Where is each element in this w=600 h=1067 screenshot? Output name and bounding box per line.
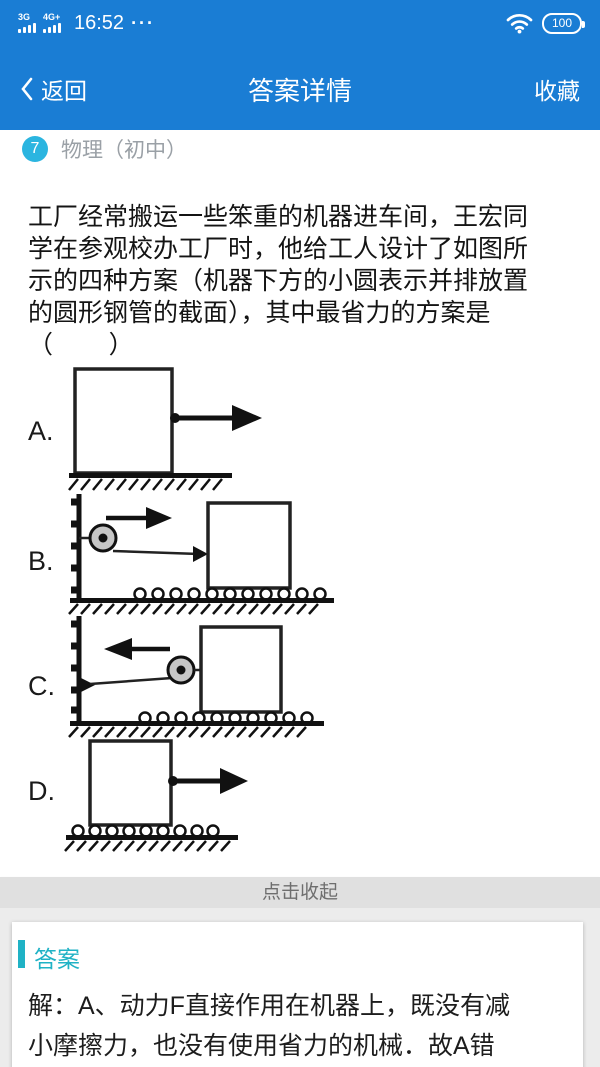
option-a-diagram: A. (28, 367, 262, 491)
ground-hatching (68, 726, 307, 738)
option-d-diagram: D. (28, 739, 248, 852)
question-line: 示的四种方案（机器下方的小圆表示并排放置 (28, 267, 529, 295)
clock-time: 16:52 (74, 11, 125, 34)
pulley-hub (98, 533, 108, 543)
back-chevron-icon (21, 77, 33, 101)
answer-heading: 答案 (34, 946, 80, 972)
subject-label: 物理（初中） (61, 139, 187, 162)
wall-hatching (71, 620, 79, 714)
wall-hatching (71, 498, 79, 594)
question-line: 工厂经常搬运一些笨重的机器进车间，王宏同 (28, 203, 529, 231)
answer-line: 解：A、动力F直接作用在机器上，既没有减 (28, 992, 510, 1020)
answer-body: 解：A、动力F直接作用在机器上，既没有减 小摩擦力，也没有使用省力的机械．故A错… (28, 986, 510, 1067)
option-b-diagram: B. (28, 494, 334, 615)
signal-4g-icon: 4G+ (43, 13, 61, 33)
machine-block (73, 367, 174, 475)
back-button[interactable]: 返回 (20, 72, 87, 106)
machine-block (206, 501, 292, 590)
battery-level: 100 (551, 16, 573, 30)
notification-dots-icon: ··· (131, 12, 156, 33)
answer-line: 小摩擦力，也没有使用省力的机械．故A错 (28, 1032, 495, 1060)
option-b-label: B. (28, 546, 54, 576)
force-arrowhead (220, 768, 248, 794)
answer-heading-marker (18, 940, 25, 968)
signal-bars-icon (43, 23, 61, 33)
roller-pipes (138, 711, 314, 725)
roller-pipes (133, 587, 327, 601)
signal-3g-label: 3G (18, 12, 31, 22)
force-arrowhead (146, 507, 172, 529)
favorite-button[interactable]: 收藏 (534, 78, 580, 104)
nav-bar: 返回 答案详情 收藏 (0, 58, 600, 120)
signal-3g-icon: 3G (18, 13, 36, 33)
status-right-icons: 100 (506, 12, 585, 34)
header: 3G 4G+ 16:52 ··· 100 (0, 0, 600, 130)
signal-4g-label: 4G+ (43, 12, 61, 22)
rope-attach-point (79, 677, 95, 693)
rope-line (112, 549, 200, 556)
answer-section: 答案 解：A、动力F直接作用在机器上，既没有减 小摩擦力，也没有使用省力的机械．… (0, 908, 600, 1067)
battery-icon: 100 (542, 12, 585, 34)
option-a-label: A. (28, 416, 54, 446)
force-arrowhead (104, 638, 132, 660)
wifi-icon (506, 13, 533, 33)
question-stem: 工厂经常搬运一些笨重的机器进车间，王宏同 学在参观校办工厂时，他给工人设计了如图… (28, 201, 528, 361)
rope-attach-point (193, 546, 208, 562)
ground-hatching (68, 478, 223, 491)
question-figure: A. B. (28, 367, 334, 852)
machine-block (88, 739, 173, 827)
roller-pipes (71, 824, 220, 838)
question-line: 学在参观校办工厂时，他给工人设计了如图所 (28, 235, 529, 263)
option-c-diagram: C. (28, 616, 324, 738)
machine-block (199, 625, 283, 714)
signal-bars-icon (18, 23, 36, 33)
option-d-label: D. (28, 776, 55, 806)
back-label: 返回 (41, 78, 87, 104)
page-title: 答案详情 (247, 75, 352, 106)
pulley-hub (176, 665, 186, 675)
status-bar: 3G 4G+ 16:52 ··· 100 (0, 8, 600, 38)
collapse-toggle-bar[interactable]: 点击收起 (0, 877, 600, 908)
answer-card: 答案 解：A、动力F直接作用在机器上，既没有减 小摩擦力，也没有使用省力的机械．… (12, 922, 583, 1067)
option-c-label: C. (28, 671, 55, 701)
rope-line (89, 676, 173, 686)
subject-row: 7 物理（初中） (22, 134, 187, 164)
question-number-badge: 7 (22, 136, 48, 162)
ground-hatching (64, 840, 231, 852)
ground-hatching (68, 603, 319, 615)
question-line: 的圆形钢管的截面），其中最省力的方案是 (28, 299, 491, 327)
force-arrowhead (232, 405, 262, 431)
question-line: （ ） (28, 331, 134, 359)
